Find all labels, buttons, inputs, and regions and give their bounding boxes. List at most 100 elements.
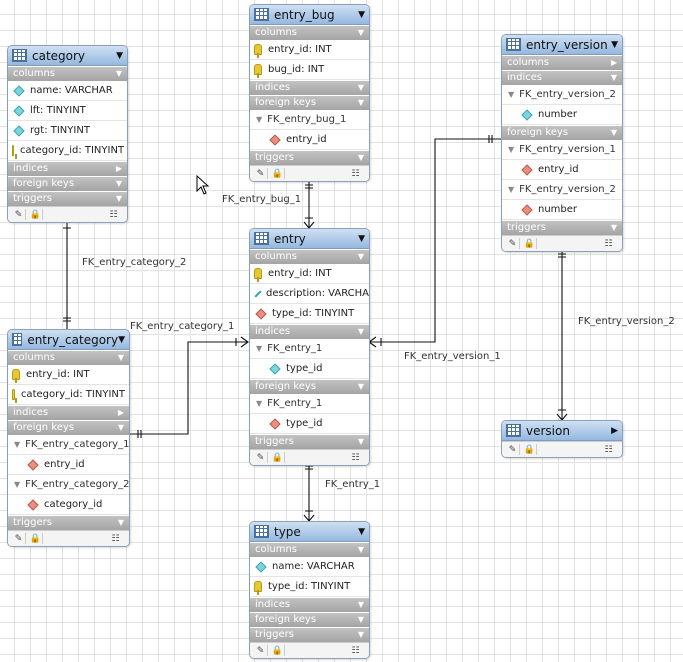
expand-triangle-icon[interactable]: ▼ bbox=[256, 115, 263, 124]
fk-column-row[interactable]: entry_id bbox=[250, 130, 369, 150]
lock-icon[interactable]: 🔒 bbox=[523, 238, 537, 249]
column-row[interactable]: name: VARCHAR bbox=[8, 81, 127, 101]
expand-icon[interactable]: ▶ bbox=[611, 425, 618, 436]
lock-icon[interactable]: 🔒 bbox=[271, 168, 285, 179]
section-indices[interactable]: indices▶ bbox=[8, 161, 127, 176]
index-column-row[interactable]: number bbox=[502, 105, 622, 125]
collapse-icon[interactable]: ▼ bbox=[118, 334, 125, 345]
column-row[interactable]: name: VARCHAR bbox=[250, 557, 369, 577]
foreign-key-item[interactable]: ▼FK_entry_1 bbox=[250, 394, 369, 414]
columns-icon[interactable]: ☷ bbox=[604, 444, 613, 455]
table-header[interactable]: entry ▼ bbox=[250, 229, 369, 249]
section-foreign-keys[interactable]: foreign keys▼ bbox=[502, 125, 622, 140]
section-foreign-keys[interactable]: foreign keys▼ bbox=[250, 95, 369, 110]
fk-column-row[interactable]: category_id bbox=[8, 495, 129, 515]
column-row[interactable]: category_id: TINYINT bbox=[8, 141, 127, 161]
expand-triangle-icon[interactable]: ▼ bbox=[256, 399, 263, 408]
table-entry-version[interactable]: entry_version ▼ columns▶ indices▼ ▼FK_en… bbox=[501, 34, 623, 252]
section-columns[interactable]: columns▼ bbox=[250, 249, 369, 264]
expand-triangle-icon[interactable]: ▼ bbox=[508, 185, 515, 194]
fk-column-row[interactable]: entry_id bbox=[8, 455, 129, 475]
section-foreign-keys[interactable]: foreign keys▼ bbox=[8, 420, 129, 435]
fk-column-row[interactable]: number bbox=[502, 200, 622, 220]
column-row[interactable]: rgt: TINYINT bbox=[8, 121, 127, 141]
columns-icon[interactable]: ☷ bbox=[111, 533, 120, 544]
column-row[interactable]: description: VARCHAR bbox=[250, 284, 369, 304]
table-entry-bug[interactable]: entry_bug ▼ columns▼ entry_id: INT bug_i… bbox=[249, 4, 370, 182]
table-header[interactable]: type ▼ bbox=[250, 522, 369, 542]
section-indices[interactable]: indices▶ bbox=[8, 405, 129, 420]
column-row[interactable]: bug_id: INT bbox=[250, 60, 369, 80]
table-header[interactable]: entry_bug ▼ bbox=[250, 5, 369, 25]
pencil-icon[interactable]: ✎ bbox=[254, 168, 268, 179]
lock-icon[interactable]: 🔒 bbox=[271, 645, 285, 656]
table-header[interactable]: entry_category ▼ bbox=[8, 330, 129, 350]
pencil-icon[interactable]: ✎ bbox=[12, 533, 26, 544]
expand-triangle-icon[interactable]: ▼ bbox=[256, 344, 263, 353]
foreign-key-item[interactable]: ▼FK_entry_bug_1 bbox=[250, 110, 369, 130]
foreign-key-item[interactable]: ▼FK_entry_version_2 bbox=[502, 180, 622, 200]
collapse-icon[interactable]: ▼ bbox=[116, 50, 123, 61]
column-row[interactable]: lft: TINYINT bbox=[8, 101, 127, 121]
lock-icon[interactable]: 🔒 bbox=[29, 533, 43, 544]
index-column-row[interactable]: type_id bbox=[250, 359, 369, 379]
pencil-icon[interactable]: ✎ bbox=[506, 444, 520, 455]
pencil-icon[interactable]: ✎ bbox=[254, 645, 268, 656]
foreign-key-item[interactable]: ▼FK_entry_version_1 bbox=[502, 140, 622, 160]
lock-icon[interactable]: 🔒 bbox=[29, 209, 43, 220]
section-triggers[interactable]: triggers▼ bbox=[250, 434, 369, 449]
section-triggers[interactable]: triggers▼ bbox=[250, 150, 369, 165]
lock-icon[interactable]: 🔒 bbox=[523, 444, 537, 455]
collapse-icon[interactable]: ▼ bbox=[358, 9, 365, 20]
table-entry-category[interactable]: entry_category ▼ columns▼ entry_id: INT … bbox=[7, 329, 130, 547]
section-triggers[interactable]: triggers▼ bbox=[8, 515, 129, 530]
section-foreign-keys[interactable]: foreign keys▼ bbox=[250, 612, 369, 627]
table-header[interactable]: entry_version ▼ bbox=[502, 35, 622, 55]
lock-icon[interactable]: 🔒 bbox=[271, 452, 285, 463]
columns-icon[interactable]: ☷ bbox=[351, 645, 360, 656]
column-row[interactable]: type_id: TINYINT bbox=[250, 304, 369, 324]
expand-triangle-icon[interactable]: ▼ bbox=[508, 145, 515, 154]
table-type[interactable]: type ▼ columns▼ name: VARCHAR type_id: T… bbox=[249, 521, 370, 659]
section-foreign-keys[interactable]: foreign keys▼ bbox=[250, 379, 369, 394]
collapse-icon[interactable]: ▼ bbox=[358, 526, 365, 537]
section-columns[interactable]: columns▼ bbox=[250, 25, 369, 40]
section-indices[interactable]: indices▼ bbox=[250, 324, 369, 339]
section-columns[interactable]: columns▶ bbox=[502, 55, 622, 70]
column-row[interactable]: type_id: TINYINT bbox=[250, 577, 369, 597]
expand-triangle-icon[interactable]: ▼ bbox=[14, 480, 21, 489]
section-indices[interactable]: indices▼ bbox=[250, 80, 369, 95]
column-row[interactable]: entry_id: INT bbox=[250, 40, 369, 60]
section-triggers[interactable]: triggers▼ bbox=[8, 191, 127, 206]
column-row[interactable]: category_id: TINYINT bbox=[8, 385, 129, 405]
columns-icon[interactable]: ☷ bbox=[109, 209, 118, 220]
expand-triangle-icon[interactable]: ▼ bbox=[508, 90, 515, 99]
expand-triangle-icon[interactable]: ▼ bbox=[14, 440, 21, 449]
table-category[interactable]: category ▼ columns▼ name: VARCHAR lft: T… bbox=[7, 45, 128, 223]
table-header[interactable]: version ▶ bbox=[502, 421, 622, 441]
table-version[interactable]: version ▶ ✎ 🔒 ☷ bbox=[501, 420, 623, 458]
fk-column-row[interactable]: entry_id bbox=[502, 160, 622, 180]
index-item[interactable]: ▼FK_entry_version_2 bbox=[502, 85, 622, 105]
fk-column-row[interactable]: type_id bbox=[250, 414, 369, 434]
column-row[interactable]: entry_id: INT bbox=[250, 264, 369, 284]
index-item[interactable]: ▼FK_entry_1 bbox=[250, 339, 369, 359]
section-columns[interactable]: columns▼ bbox=[8, 350, 129, 365]
column-row[interactable]: entry_id: INT bbox=[8, 365, 129, 385]
section-columns[interactable]: columns▼ bbox=[250, 542, 369, 557]
collapse-icon[interactable]: ▼ bbox=[611, 39, 618, 50]
section-indices[interactable]: indices▼ bbox=[250, 597, 369, 612]
pencil-icon[interactable]: ✎ bbox=[12, 209, 26, 220]
columns-icon[interactable]: ☷ bbox=[351, 452, 360, 463]
section-indices[interactable]: indices▼ bbox=[502, 70, 622, 85]
section-columns[interactable]: columns▼ bbox=[8, 66, 127, 81]
section-triggers[interactable]: triggers▼ bbox=[250, 627, 369, 642]
foreign-key-item[interactable]: ▼FK_entry_category_2 bbox=[8, 475, 129, 495]
section-foreign-keys[interactable]: foreign keys▼ bbox=[8, 176, 127, 191]
foreign-key-item[interactable]: ▼FK_entry_category_1 bbox=[8, 435, 129, 455]
section-triggers[interactable]: triggers▼ bbox=[502, 220, 622, 235]
table-header[interactable]: category ▼ bbox=[8, 46, 127, 66]
columns-icon[interactable]: ☷ bbox=[604, 238, 613, 249]
pencil-icon[interactable]: ✎ bbox=[254, 452, 268, 463]
table-entry[interactable]: entry ▼ columns▼ entry_id: INT descripti… bbox=[249, 228, 370, 466]
